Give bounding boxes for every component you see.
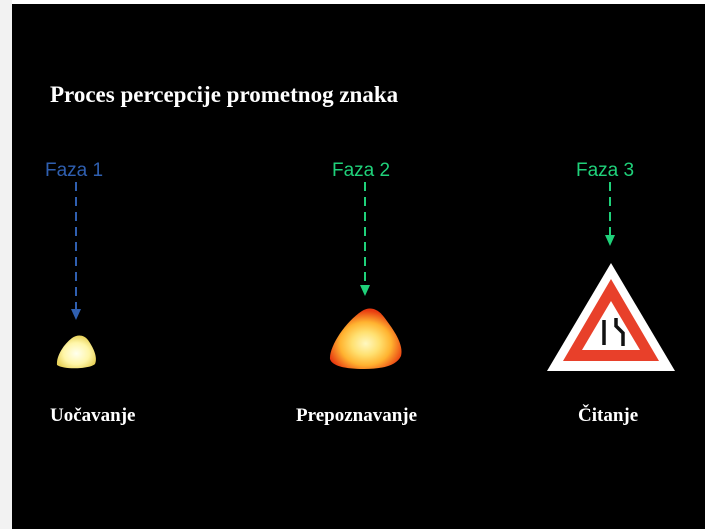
phase-1-label: Faza 1	[45, 160, 104, 181]
window-edge	[0, 0, 12, 529]
slide-title: Proces percepcije prometnog znaka	[50, 82, 399, 107]
stage-2-label: Prepoznavanje	[296, 405, 418, 426]
phase-2-arrow	[360, 182, 370, 296]
phase-1-arrow	[71, 182, 81, 320]
road-narrows-warning-sign-icon	[547, 263, 675, 371]
stage-1-label: Uočavanje	[50, 405, 136, 426]
orange-glow-blob-icon	[329, 308, 402, 369]
slide-canvas: Proces percepcije prometnog znaka Faza 1…	[12, 4, 705, 529]
phase-2-label: Faza 2	[332, 160, 391, 181]
phase-3-label: Faza 3	[576, 160, 635, 181]
stage-3-label: Čitanje	[578, 405, 639, 426]
small-yellow-blob-icon	[56, 335, 96, 369]
perception-diagram	[56, 182, 675, 371]
phase-3-arrow	[605, 182, 615, 246]
